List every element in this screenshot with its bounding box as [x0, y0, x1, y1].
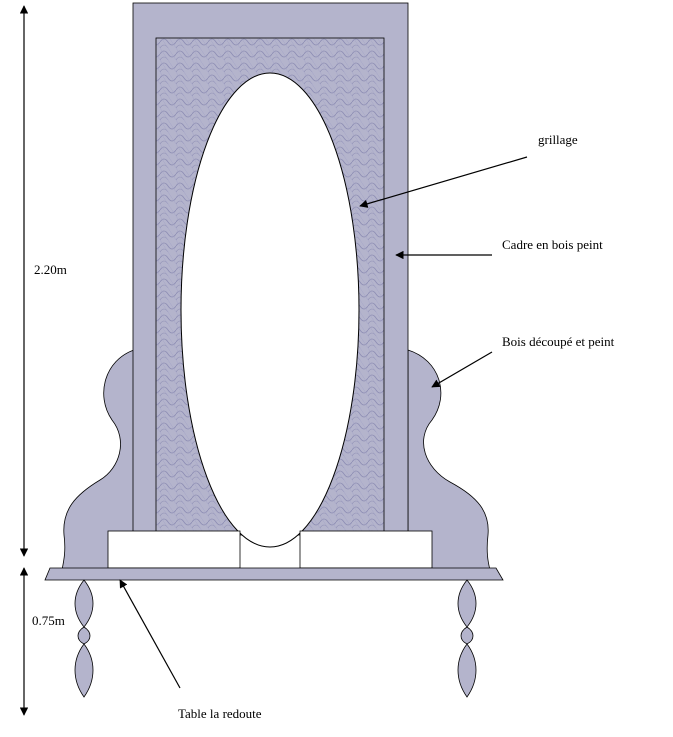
- table-top: [44, 567, 504, 581]
- base-block-left: [107, 530, 241, 569]
- height-lower-label: 0.75m: [32, 613, 65, 628]
- grillage-label: grillage: [538, 132, 578, 147]
- oval-mirror: [180, 72, 360, 548]
- height-upper-label: 2.20m: [34, 262, 67, 277]
- table-leg-left: [74, 579, 94, 698]
- left-side-cutout: [61, 349, 135, 571]
- cadre-label: Cadre en bois peint: [502, 237, 603, 252]
- table-label: Table la redoute: [178, 706, 262, 721]
- table-arrow: [119, 579, 181, 689]
- right-side-cutout: [407, 349, 491, 571]
- base-block-right: [299, 530, 433, 569]
- grillage-arrow: [359, 156, 528, 208]
- bois-arrow: [431, 351, 493, 388]
- bois-label: Bois découpé et peint: [502, 334, 615, 349]
- table-leg-right: [457, 579, 477, 698]
